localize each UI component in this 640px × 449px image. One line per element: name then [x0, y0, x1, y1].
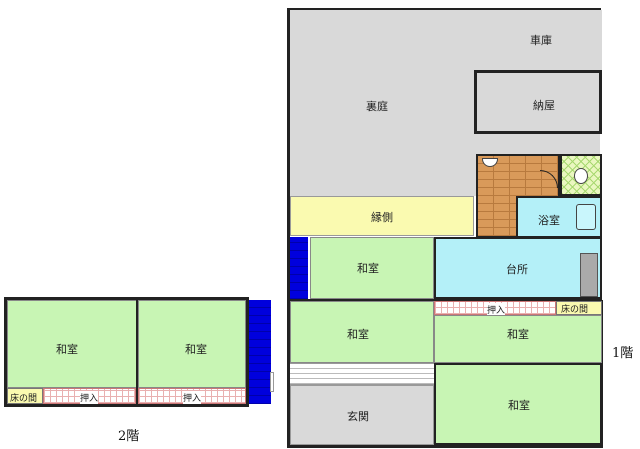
floor1-entrance: 玄関: [290, 385, 434, 445]
floor1-washitsu-d: 和室: [434, 363, 602, 445]
floor2-washitsu-right: 和室: [138, 300, 246, 388]
floor2-washitsu-left: 和室: [7, 300, 137, 388]
floor1-bath: 浴室: [516, 196, 602, 238]
floor1-backyard-mid: [476, 134, 600, 154]
floor2-stairs: [249, 300, 271, 404]
room-label: 床の間: [561, 305, 589, 315]
room-label: 和室: [508, 399, 530, 412]
floor1-washitsu-c: 和室: [434, 315, 602, 363]
floor2-closet-right: 押入: [138, 388, 246, 404]
room-label: 押入: [80, 391, 99, 404]
kitchen-counter-icon: [580, 253, 598, 297]
floor1-label: 1階: [612, 346, 634, 361]
floor1-stairs: [290, 237, 308, 299]
room-label: 納屋: [533, 99, 555, 112]
floor1-backyard-lower: [290, 134, 476, 196]
floor1-wall-bottom: [287, 445, 603, 448]
room-label: 和室: [56, 343, 78, 356]
room-label: 浴室: [538, 214, 560, 227]
floor1-closet: 押入: [434, 301, 556, 316]
floor2-wall-top: [4, 297, 249, 300]
room-label: 和室: [185, 343, 207, 356]
floor2-wall-right: [246, 297, 249, 407]
floor2-tokonoma: 床の間: [7, 388, 43, 404]
floor1-garage: 車庫: [290, 10, 602, 70]
floor1-kitchen: 台所: [434, 237, 602, 299]
room-label: 台所: [506, 263, 528, 276]
floor2-wall-bottom: [4, 404, 249, 407]
room-label: 裏庭: [366, 100, 388, 113]
floor1-tokonoma: 床の間: [556, 301, 602, 315]
floor1-washitsu-b: 和室: [290, 301, 434, 363]
floor1-wall-top: [287, 8, 601, 10]
room-label: 押入: [487, 303, 506, 316]
room-label: 車庫: [530, 34, 552, 47]
room-label: 和室: [507, 328, 529, 341]
floor2-closet-left: 押入: [43, 388, 136, 404]
floor1-washitsu-a: 和室: [310, 237, 434, 299]
room-label: 縁側: [371, 211, 393, 224]
floor1-wall-left-top: [287, 8, 290, 448]
toilet-icon: [574, 168, 588, 184]
floor1-veranda: 縁側: [290, 196, 474, 236]
room-label: 床の間: [10, 394, 38, 404]
floor1-toilet: [560, 154, 602, 196]
floor1-mid-wall: [290, 299, 602, 301]
bathtub-icon: [576, 204, 596, 230]
floor1-corridor: [290, 363, 434, 385]
floor2-stair-rail: [270, 372, 274, 392]
room-label: 和室: [357, 262, 379, 275]
floor1-storage: 納屋: [474, 70, 602, 134]
floor2-wall-left: [4, 297, 7, 407]
floor2-partition: [136, 300, 138, 404]
room-label: 和室: [347, 328, 369, 341]
room-label: 押入: [183, 391, 202, 404]
floor2-label: 2階: [118, 429, 140, 444]
room-label: 玄関: [347, 410, 369, 423]
